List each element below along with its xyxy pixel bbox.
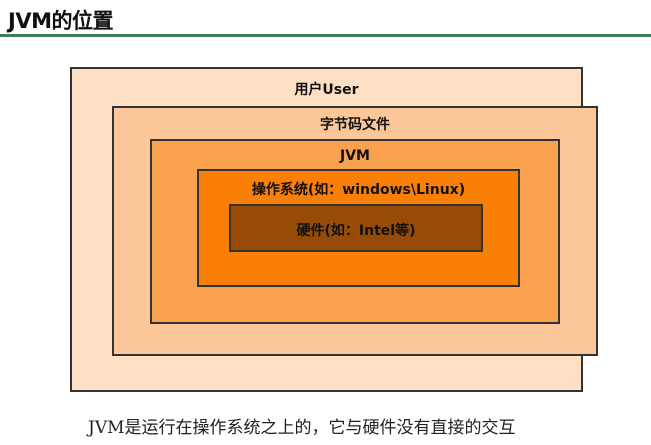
layer-hardware-label: 硬件(如：Intel等)	[296, 223, 416, 239]
layer-os-label: 操作系统(如：windows\Linux)	[251, 182, 466, 198]
layer-jvm-label: JVM	[340, 148, 370, 164]
layer-user-label: 用户User	[294, 82, 359, 98]
layer-bytecode-label: 字节码文件	[320, 117, 390, 133]
layer-hardware: 硬件(如：Intel等)	[229, 204, 483, 252]
title-divider	[0, 34, 651, 37]
page-title: JVM的位置	[8, 9, 113, 33]
caption-text: JVM是运行在操作系统之上的，它与硬件没有直接的交互	[88, 418, 516, 438]
